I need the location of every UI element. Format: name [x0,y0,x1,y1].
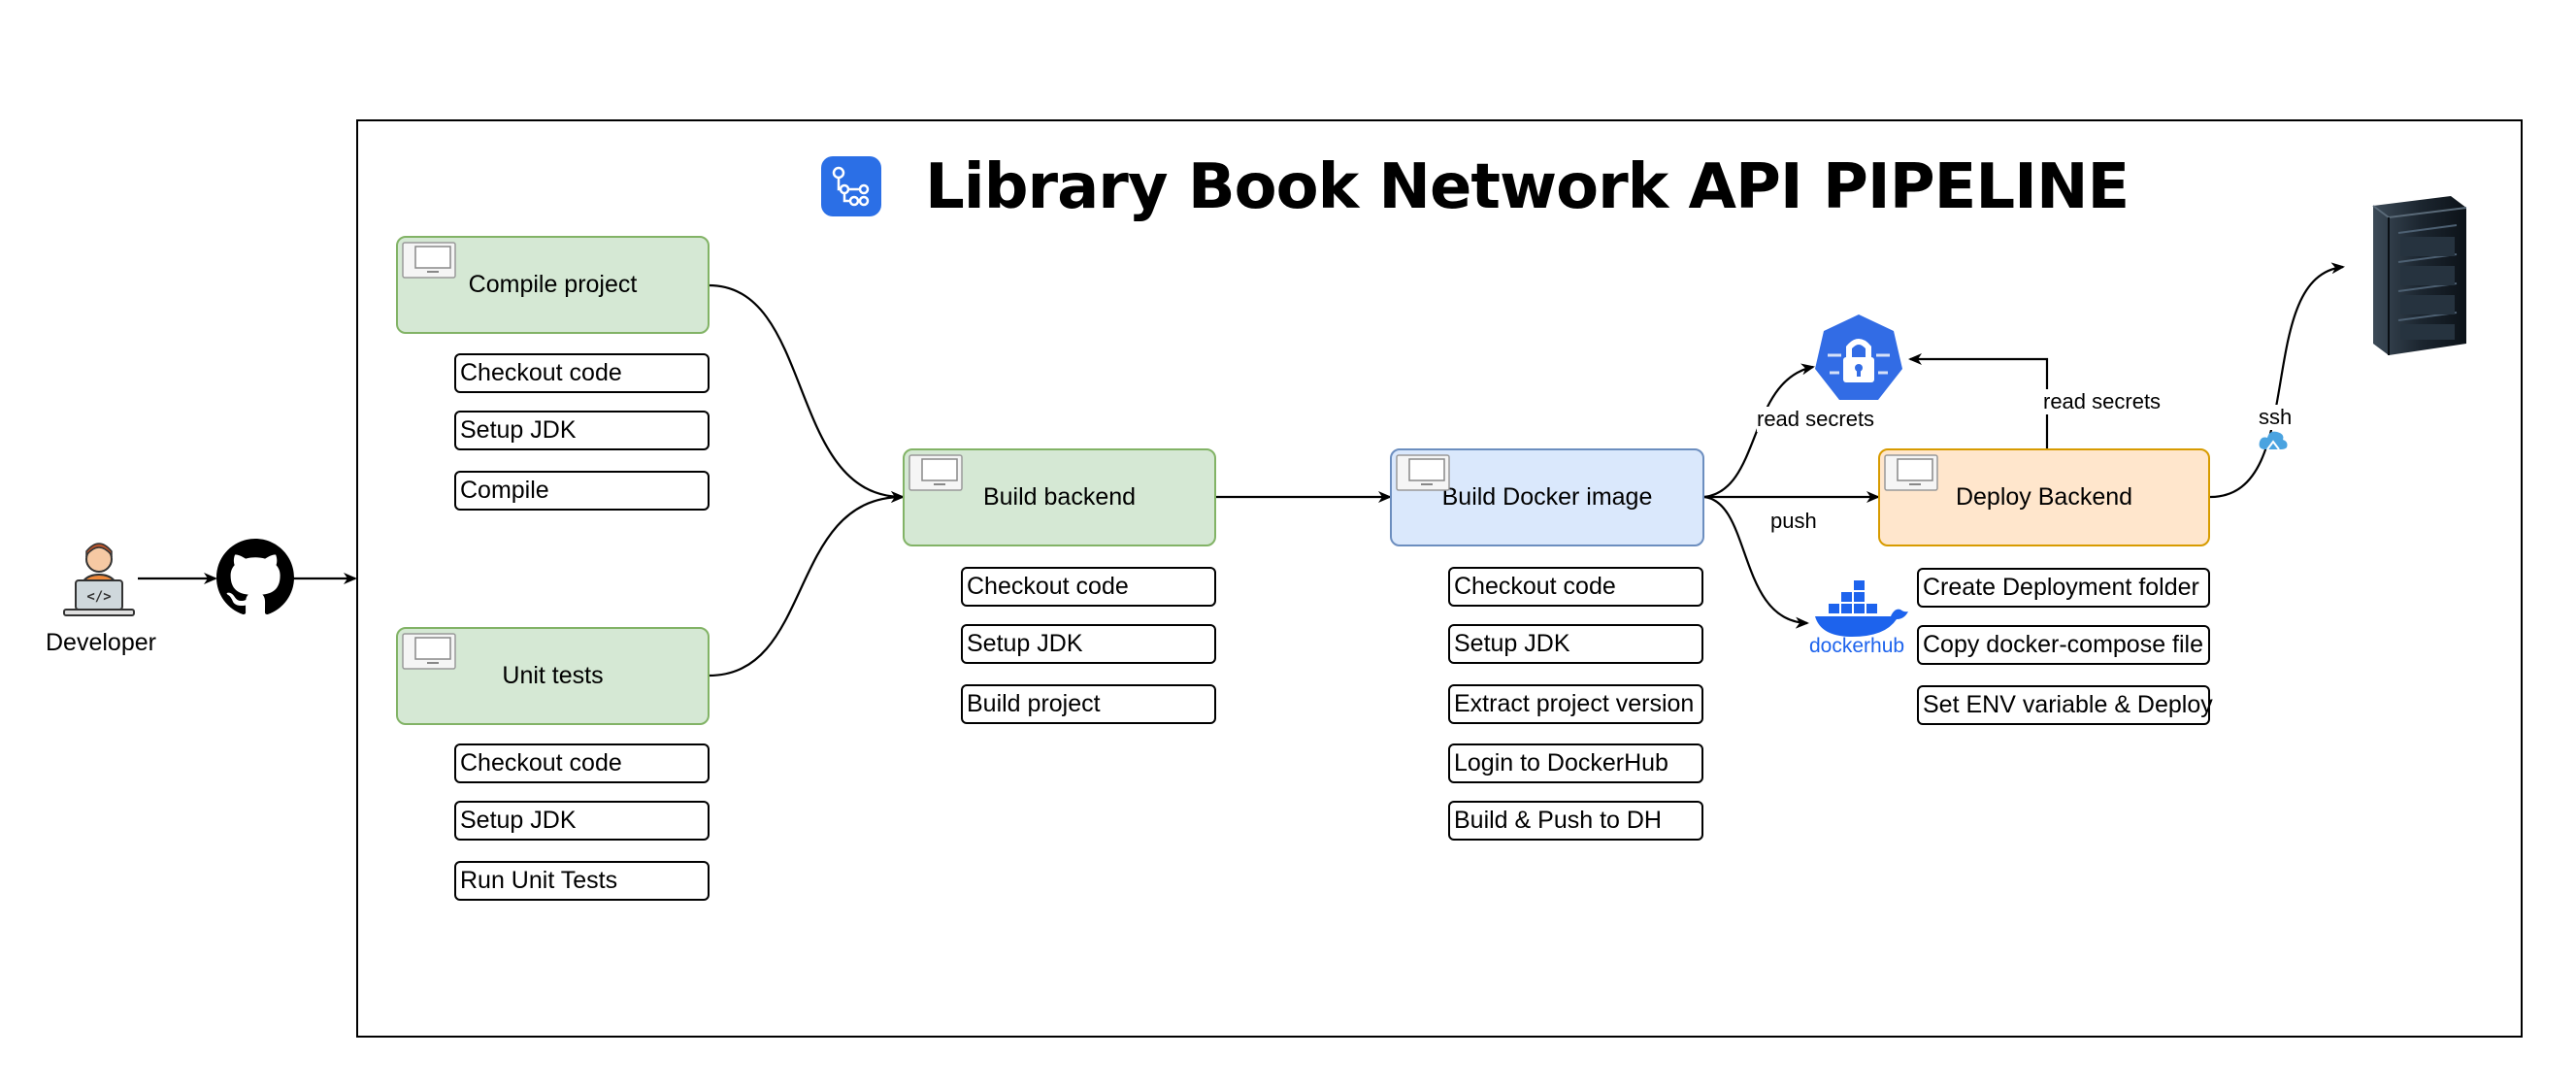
edge-label-read-secrets: read secrets [2043,389,2162,414]
job-label: Unit tests [502,662,604,689]
github-icon[interactable] [216,539,294,616]
step-build-push-to-dh: Build & Push to DH [1448,801,1703,841]
step-setup-jdk: Setup JDK [454,801,710,841]
github-actions-icon [821,156,881,216]
step-set-env-variable-deploy: Set ENV variable & Deploy [1917,685,2213,725]
developer-label: Developer [46,629,156,656]
job-build-docker-image[interactable]: Build Docker image [1390,448,1704,546]
step-setup-jdk: Setup JDK [454,411,710,450]
edge-label-read-secrets: read secrets [1757,407,1875,432]
svg-text:</>: </> [86,589,111,605]
step-setup-jdk: Setup JDK [1448,624,1703,664]
job-label: Build backend [982,483,1137,511]
step-login-to-dockerhub: Login to DockerHub [1448,743,1703,783]
job-deploy-backend[interactable]: Deploy Backend [1878,448,2210,546]
edge-label-ssh: ssh [2259,405,2293,430]
step-checkout-code: Checkout code [961,567,1216,607]
step-create-deployment-folder: Create Deployment folder [1917,568,2210,608]
step-checkout-code: Checkout code [1448,567,1703,607]
step-build-project: Build project [961,684,1216,724]
edge-docker-to-dockerhub [1703,495,1809,629]
runner-monitor-icon [402,633,456,670]
step-compile: Compile [454,471,710,511]
step-extract-project-version: Extract project version [1448,684,1703,724]
runner-monitor-icon [1884,454,1938,491]
secrets-lock-icon [1812,313,1905,406]
job-label: Build Docker image [1441,483,1653,511]
docker-hub-icon: dockerhub [1807,580,1910,660]
job-unit-tests[interactable]: Unit tests [396,627,710,725]
step-run-unit-tests: Run Unit Tests [454,861,710,901]
step-checkout-code: Checkout code [454,743,710,783]
edge-label-push: push [1770,509,1817,533]
edge-docker-to-secrets [1703,363,1815,499]
edge-unittests-to-build [708,491,905,677]
job-label: Deploy Backend [1955,483,2133,511]
server-icon [2365,194,2470,357]
edge-deploy-to-server [2209,262,2345,499]
job-compile-project[interactable]: Compile project [396,236,710,334]
developer-icon: </> [58,538,140,619]
edge-deploy-to-secrets [1908,353,2049,448]
runner-monitor-icon [908,454,963,491]
job-label: Compile project [468,271,638,298]
ssh-cloud-icon [2258,428,2289,453]
step-copy-docker-compose-file: Copy docker-compose file [1917,625,2210,665]
diagram-title: Library Book Network API PIPELINE [925,151,2130,223]
step-setup-jdk: Setup JDK [961,624,1216,664]
runner-monitor-icon [1396,454,1450,491]
job-build-backend[interactable]: Build backend [903,448,1216,546]
edge-compile-to-build [708,283,905,503]
step-checkout-code: Checkout code [454,353,710,393]
pipeline-frame [356,119,2523,1038]
runner-monitor-icon [402,242,456,279]
dockerhub-text: dockerhub [1809,635,1905,657]
